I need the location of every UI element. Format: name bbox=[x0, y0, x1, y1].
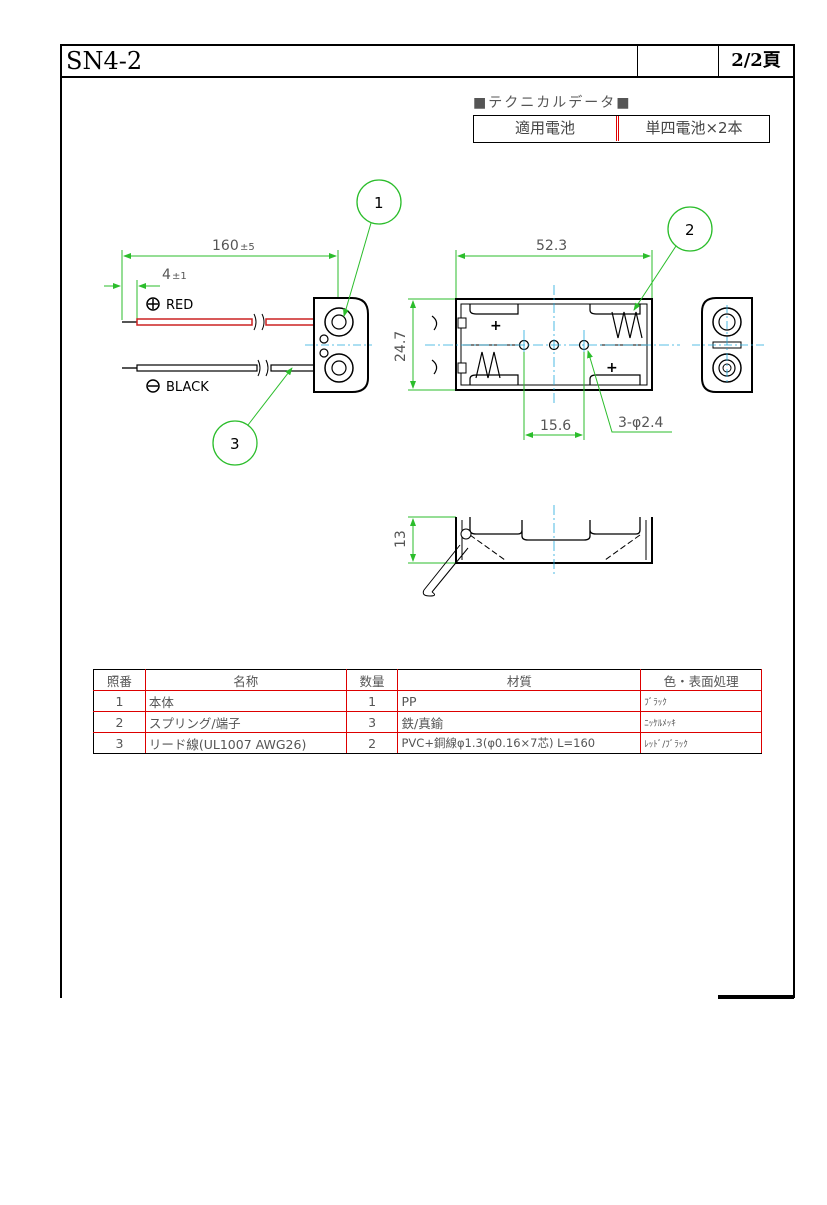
svg-text:+: + bbox=[606, 360, 618, 376]
col-header-no: 照番 bbox=[93, 669, 146, 691]
black-wire-label: BLACK bbox=[166, 380, 209, 395]
lead-length-tol: ±5 bbox=[240, 242, 255, 253]
table-row: 2 スプリング/端子 3 鉄/真鍮 ﾆｯｹﾙﾒｯｷ bbox=[93, 711, 762, 733]
part-qty: 2 bbox=[345, 732, 399, 754]
lead-view: 160 ±5 4 ±1 bbox=[104, 179, 402, 466]
part-finish: ﾌﾞﾗｯｸ bbox=[640, 690, 762, 712]
width-dim: 52.3 bbox=[536, 238, 567, 254]
strip-length-dim: 4 bbox=[162, 267, 171, 283]
part-material: PP bbox=[397, 690, 642, 712]
lead-length-dim: 160 bbox=[212, 238, 239, 254]
holes-dim: 3-φ2.4 bbox=[618, 415, 664, 431]
svg-text:+: + bbox=[490, 318, 502, 334]
col-header-finish: 色・表面処理 bbox=[640, 669, 762, 691]
part-name: リード線(UL1007 AWG26) bbox=[144, 732, 347, 754]
col-header-qty: 数量 bbox=[345, 669, 399, 691]
table-row: 3 リード線(UL1007 AWG26) 2 PVC+銅線φ1.3(φ0.16×… bbox=[93, 732, 762, 754]
parts-list-table: 照番 名称 数量 材質 色・表面処理 1 本体 1 PP ﾌﾞﾗｯｸ 2 スプリ… bbox=[93, 669, 762, 754]
callout-2: 2 bbox=[685, 221, 695, 239]
top-view: 52.3 24.7 + + bbox=[393, 206, 713, 440]
part-name: スプリング/端子 bbox=[144, 711, 347, 733]
part-qty: 3 bbox=[345, 711, 399, 733]
part-material: 鉄/真鍮 bbox=[397, 711, 642, 733]
col-header-name: 名称 bbox=[144, 669, 347, 691]
table-row: 1 本体 1 PP ﾌﾞﾗｯｸ bbox=[93, 690, 762, 712]
callout-1: 1 bbox=[374, 194, 384, 212]
strip-length-tol: ±1 bbox=[172, 271, 187, 282]
model-number: SN4-2 bbox=[60, 44, 638, 78]
part-material: PVC+銅線φ1.3(φ0.16×7芯) L=160 bbox=[397, 732, 642, 754]
page-number: 2/2頁 bbox=[718, 44, 795, 78]
applicable-battery-value: 単四電池×2本 bbox=[645, 119, 743, 137]
technical-data-title: ■テクニカルデータ■ bbox=[473, 95, 632, 111]
part-finish: ﾆｯｹﾙﾒｯｷ bbox=[640, 711, 762, 733]
part-no: 1 bbox=[93, 690, 146, 712]
part-no: 2 bbox=[93, 711, 146, 733]
front-view: 13 bbox=[393, 505, 653, 597]
technical-data-box: 適用電池 単四電池×2本 bbox=[473, 115, 770, 143]
part-name: 本体 bbox=[144, 690, 347, 712]
height-dim: 24.7 bbox=[393, 331, 409, 362]
hole-pitch-dim: 15.6 bbox=[540, 418, 571, 434]
red-wire-label: RED bbox=[166, 298, 193, 313]
parts-table-header: 照番 名称 数量 材質 色・表面処理 bbox=[93, 669, 762, 691]
part-no: 3 bbox=[93, 732, 146, 754]
callout-3: 3 bbox=[230, 435, 240, 453]
depth-dim: 13 bbox=[393, 530, 409, 548]
part-finish: ﾚｯﾄﾞ/ﾌﾞﾗｯｸ bbox=[640, 732, 762, 754]
applicable-battery-label: 適用電池 bbox=[474, 116, 619, 141]
part-qty: 1 bbox=[345, 690, 399, 712]
end-view bbox=[692, 297, 764, 393]
col-header-material: 材質 bbox=[397, 669, 642, 691]
technical-drawing: 160 ±5 4 ±1 bbox=[104, 179, 764, 597]
